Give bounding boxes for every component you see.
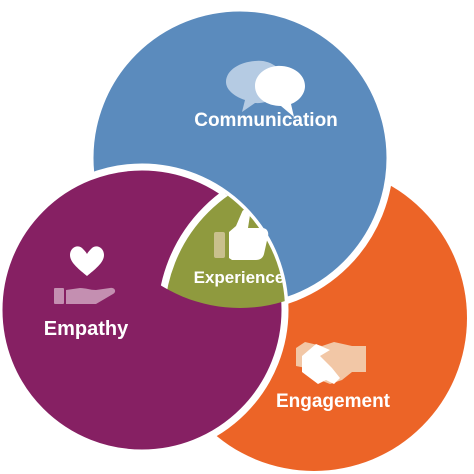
experience-label: Experience xyxy=(194,268,285,287)
speech-bubbles-icon xyxy=(226,60,305,117)
thumbs-up-icon xyxy=(214,209,269,260)
communication-label: Communication xyxy=(194,110,338,131)
heart-in-hand-icon xyxy=(54,246,116,304)
handshake-icon xyxy=(296,342,366,384)
empathy-label: Empathy xyxy=(44,318,129,340)
engagement-label: Engagement xyxy=(276,391,391,412)
